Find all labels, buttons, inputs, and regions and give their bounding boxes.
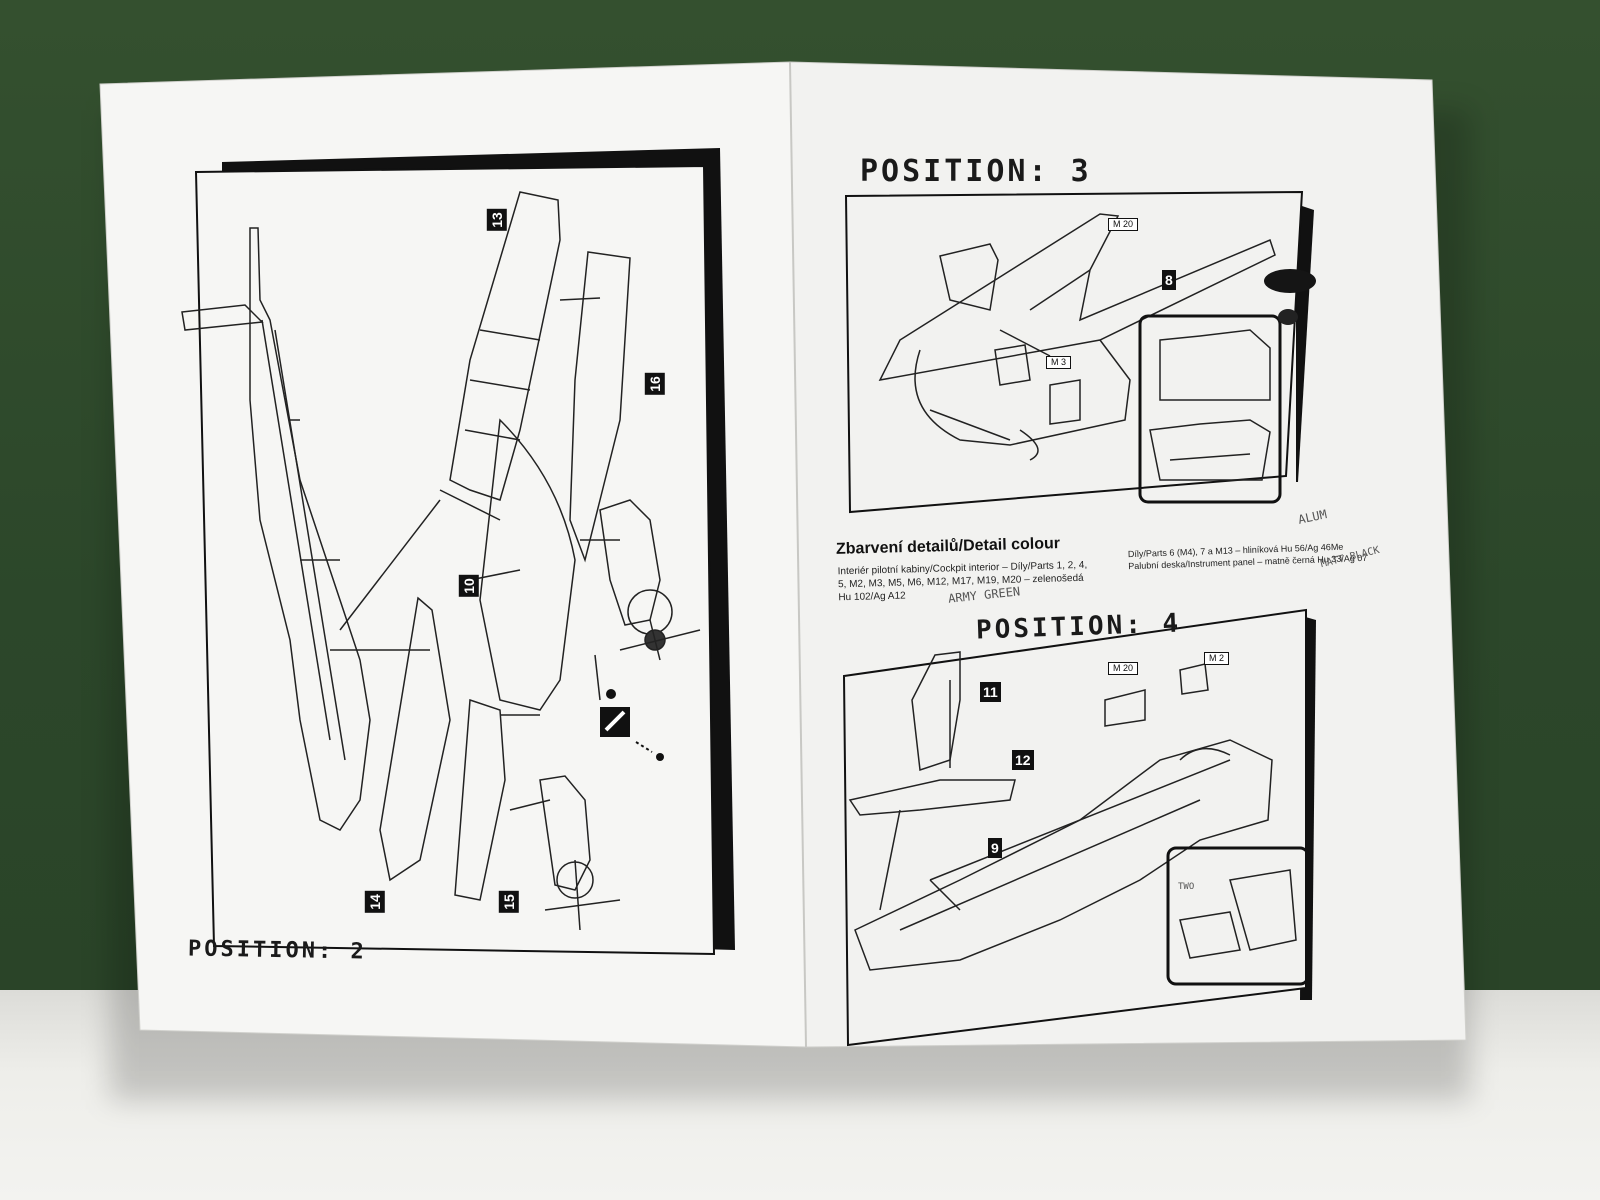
- left-frame: [194, 148, 735, 956]
- part-tag-m2: M 2: [1204, 652, 1230, 665]
- center-fold: [789, 61, 807, 1048]
- part-callout-12: 12: [1012, 750, 1034, 770]
- position4-frame: [842, 608, 1316, 1047]
- inset-label-two: TWO: [1178, 882, 1195, 892]
- part-tag-m20-pos4: M 20: [1108, 662, 1139, 675]
- position3-title: POSITION: 3: [860, 154, 1092, 189]
- ink-blot: [1264, 269, 1316, 325]
- part-callout-14: 14: [364, 891, 385, 913]
- part-callout-8: 8: [1162, 270, 1176, 290]
- position4-drawing: [848, 651, 1310, 986]
- part-callout-15: 15: [498, 891, 519, 913]
- position3-frame: [844, 190, 1314, 514]
- paint-symbol: [600, 689, 664, 761]
- part-callout-9: 9: [988, 838, 1002, 858]
- part-tag-m20-pos3: M 20: [1108, 218, 1139, 231]
- part-tag-m3: M 3: [1046, 356, 1072, 369]
- position3-drawing: [878, 213, 1282, 504]
- fuselage-side-drawing: [181, 227, 371, 831]
- part-callout-13: 13: [486, 209, 507, 231]
- part-callout-16: 16: [644, 373, 665, 395]
- wing-panels-drawing: [330, 191, 631, 901]
- position2-title: POSITION: 2: [187, 936, 367, 965]
- aircraft-front-views: [509, 499, 701, 931]
- part-callout-11: 11: [980, 682, 1001, 702]
- part-callout-10: 10: [458, 575, 479, 597]
